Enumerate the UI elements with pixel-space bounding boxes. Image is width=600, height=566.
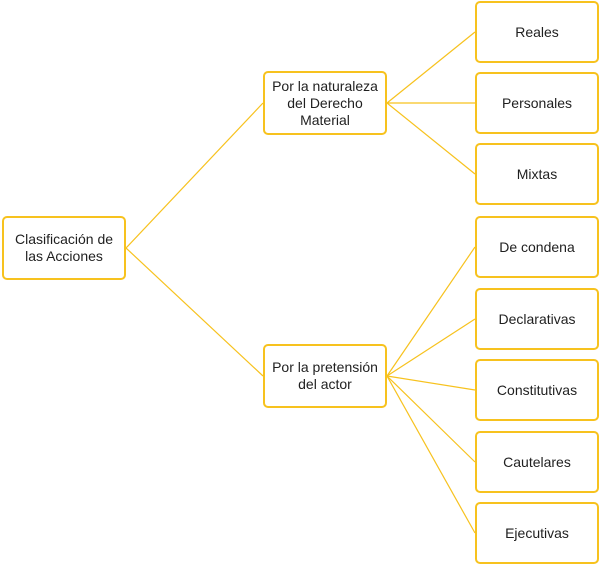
leaf-node-ejecutivas-label: Ejecutivas <box>505 524 569 541</box>
branch-node-pretension-label: Por la pretensión del actor <box>272 359 378 392</box>
branch-node-naturaleza: Por la naturaleza del Derecho Material <box>263 71 387 135</box>
root-node-label: Clasificación de las Acciones <box>14 231 114 264</box>
leaf-node-de-condena-label: De condena <box>499 238 575 255</box>
connector-pretension-to-constitutivas <box>386 375 476 391</box>
leaf-node-constitutivas: Constitutivas <box>475 359 599 421</box>
leaf-node-reales: Reales <box>475 1 599 63</box>
leaf-node-mixtas-label: Mixtas <box>516 165 558 182</box>
branch-node-pretension: Por la pretensión del actor <box>263 344 387 408</box>
leaf-node-ejecutivas: Ejecutivas <box>475 502 599 564</box>
branch-node-naturaleza-label: Por la naturaleza del Derecho Material <box>272 77 378 128</box>
connector-root-to-branch-naturaleza <box>125 102 264 249</box>
connector-root-to-branch-pretension <box>125 247 264 377</box>
leaf-node-declarativas: Declarativas <box>475 288 599 350</box>
leaf-node-de-condena: De condena <box>475 216 599 278</box>
leaf-node-mixtas: Mixtas <box>475 143 599 205</box>
connector-pretension-to-ejecutivas <box>386 375 476 534</box>
connector-pretension-to-de-condena <box>386 246 476 377</box>
leaf-node-cautelares-label: Cautelares <box>503 453 571 470</box>
leaf-node-personales: Personales <box>475 72 599 134</box>
connector-naturaleza-to-reales <box>386 31 476 104</box>
leaf-node-personales-label: Personales <box>501 94 573 111</box>
leaf-node-declarativas-label: Declarativas <box>498 310 576 327</box>
leaf-node-reales-label: Reales <box>515 23 559 40</box>
connector-pretension-to-cautelares <box>386 375 476 463</box>
connector-naturaleza-to-mixtas <box>386 102 476 175</box>
root-node: Clasificación de las Acciones <box>2 216 126 280</box>
connector-pretension-to-declarativas <box>386 318 476 377</box>
leaf-node-constitutivas-label: Constitutivas <box>496 381 578 398</box>
leaf-node-cautelares: Cautelares <box>475 431 599 493</box>
